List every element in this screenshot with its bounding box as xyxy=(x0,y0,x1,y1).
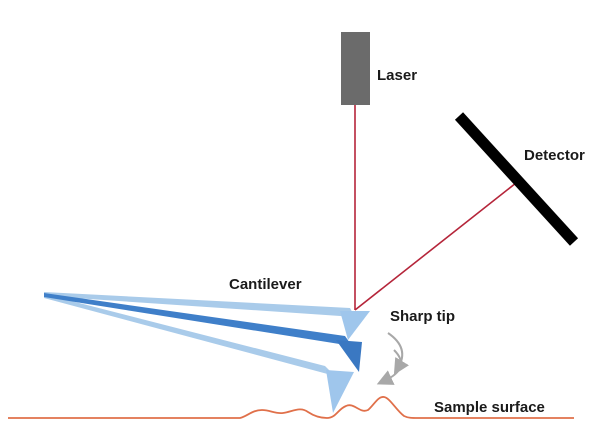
laser-body xyxy=(341,32,370,105)
sharp-tip-label: Sharp tip xyxy=(390,308,455,325)
motion-arrow-up-icon xyxy=(376,349,403,385)
cantilever-label: Cantilever xyxy=(229,276,302,293)
cantilever-upper xyxy=(44,292,355,317)
tip-lower xyxy=(326,370,354,413)
cantilever-middle xyxy=(44,293,352,346)
detector-bar xyxy=(454,112,579,246)
cantilever-lower xyxy=(44,294,335,376)
tip-upper xyxy=(340,311,370,340)
tip-middle xyxy=(336,340,362,372)
motion-arrow-down-icon xyxy=(387,332,409,375)
laser-label: Laser xyxy=(377,67,417,84)
detector-label: Detector xyxy=(524,147,585,164)
sample-surface-label: Sample surface xyxy=(434,399,545,416)
sample-surface-line xyxy=(8,396,574,419)
laser-reflected-beam xyxy=(354,182,517,311)
